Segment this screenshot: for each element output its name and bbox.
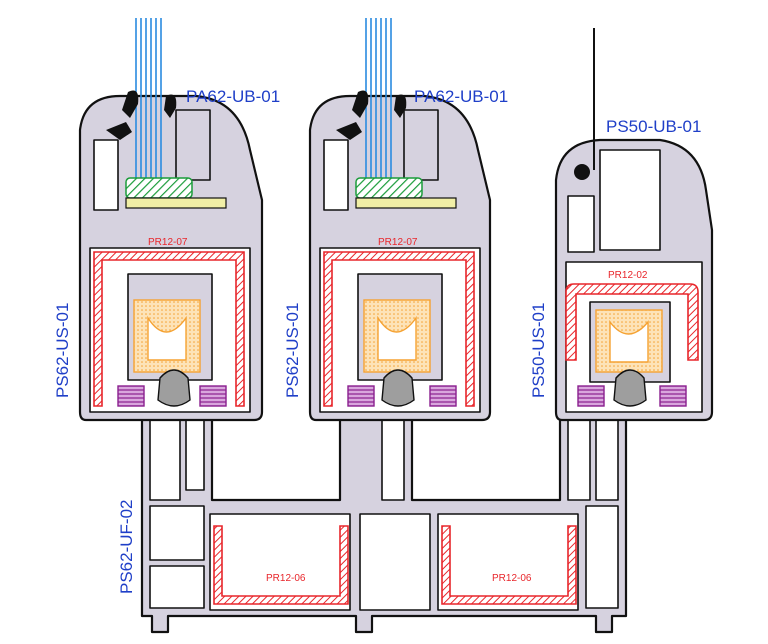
label-ps62-us-middle: PS62-US-01 <box>283 303 302 398</box>
label-ps62-uf: PS62-UF-02 <box>117 500 136 594</box>
label-ps50-ub: PS50-UB-01 <box>606 117 701 136</box>
frame-profile-ps62-uf-02 <box>140 379 633 634</box>
sash-left <box>78 94 264 422</box>
label-pr12-07-left: PR12-07 <box>148 237 188 248</box>
label-pa62-left: PA62-UB-01 <box>186 87 280 106</box>
label-pr12-07-middle: PR12-07 <box>378 237 418 248</box>
glazing-middle <box>336 18 457 209</box>
label-ps50-us: PS50-US-01 <box>529 303 548 398</box>
label-pr12-06-right: PR12-06 <box>492 573 532 584</box>
label-pa62-middle: PA62-UB-01 <box>414 87 508 106</box>
glazing-left <box>106 18 227 209</box>
label-ps62-us-left: PS62-US-01 <box>53 303 72 398</box>
sash-middle <box>308 94 492 422</box>
sash-right <box>554 28 714 422</box>
label-pr12-02: PR12-02 <box>608 270 648 281</box>
label-pr12-06-left: PR12-06 <box>266 573 306 584</box>
